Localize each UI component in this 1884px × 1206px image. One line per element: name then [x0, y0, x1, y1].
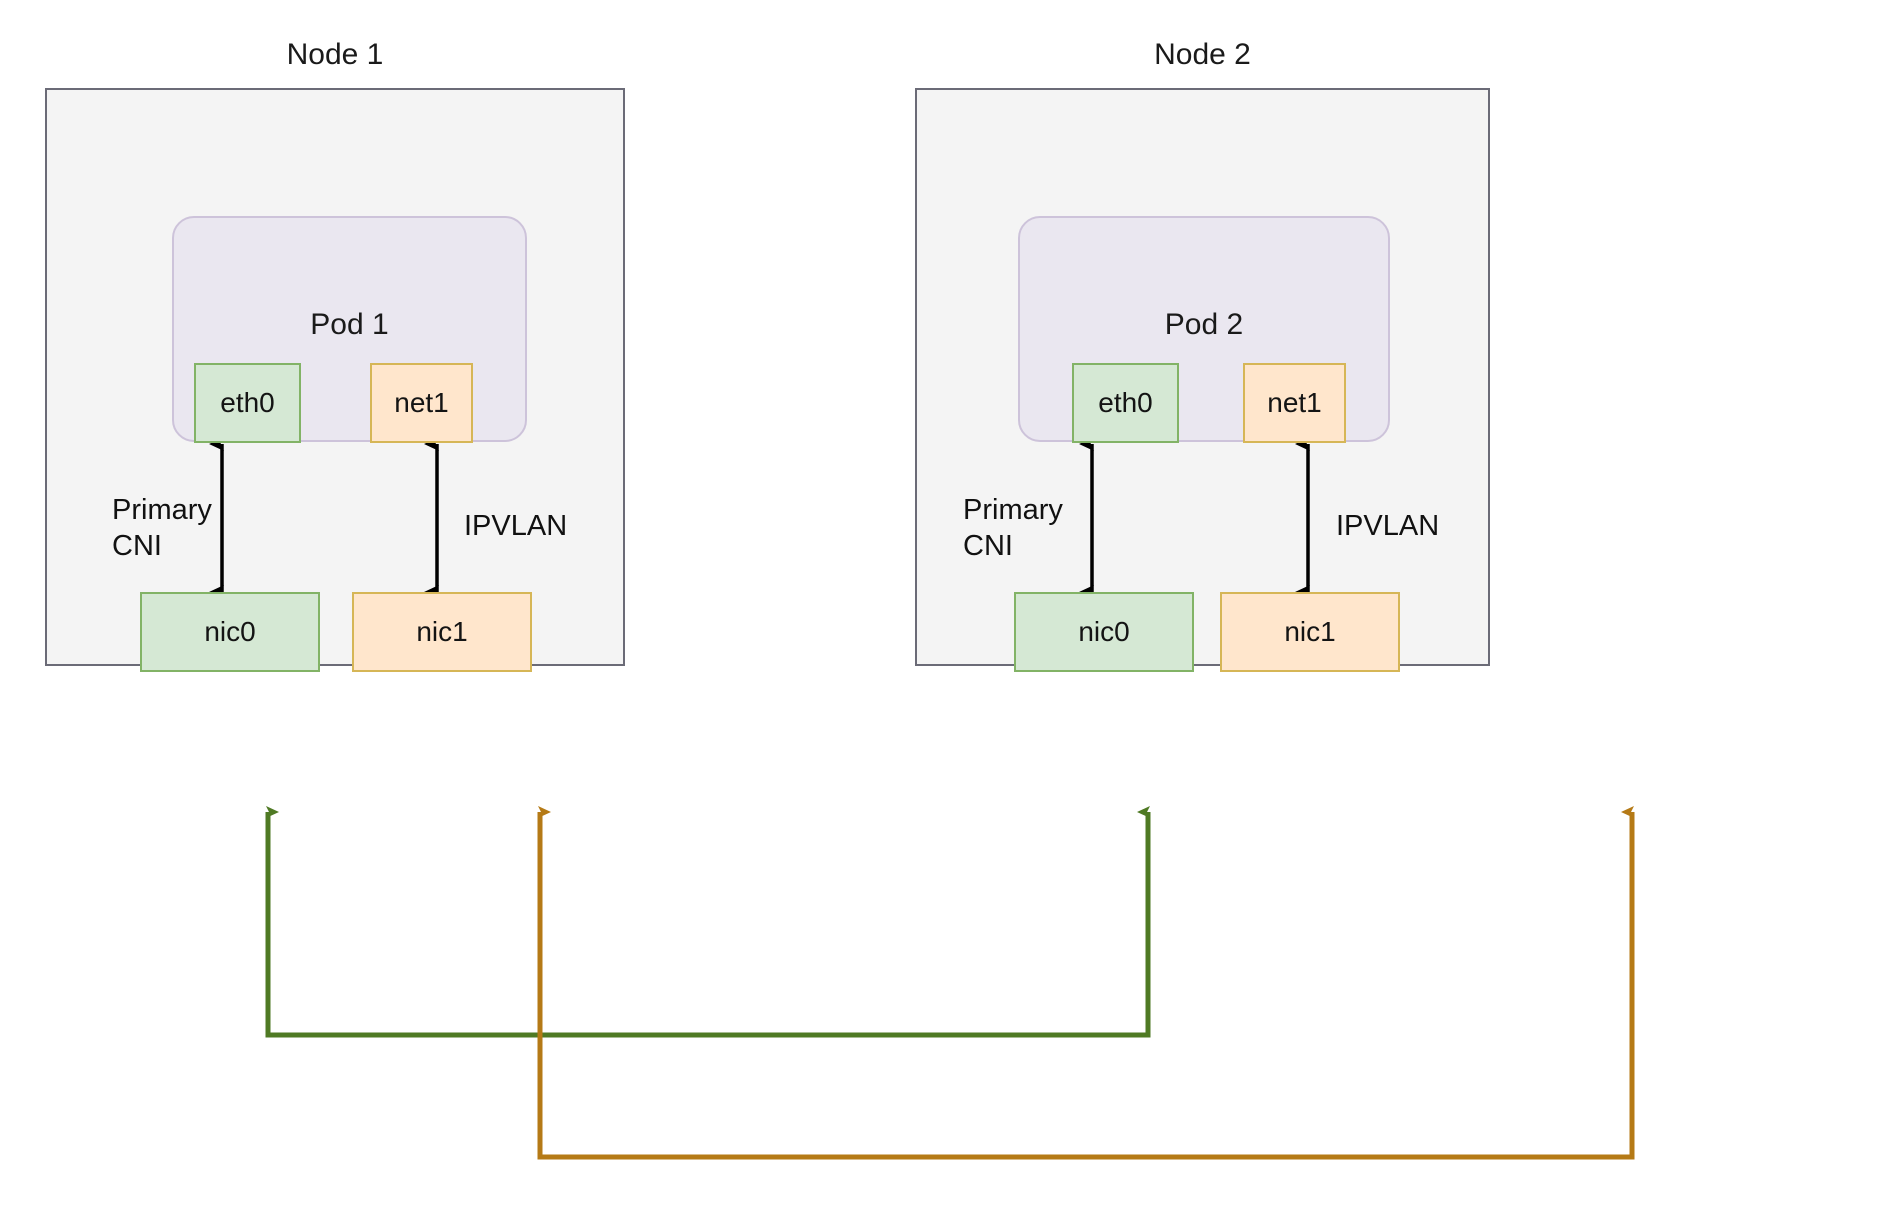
node2-edge-label-primary-cni: Primary CNI — [963, 494, 1063, 562]
node1-host-interface-nic0[interactable]: nic0 — [140, 592, 320, 672]
node1-title: Node 1 — [286, 38, 384, 71]
node1-host-interface-nic1[interactable]: nic1 — [352, 592, 532, 672]
pod1-interface-net1[interactable]: net1 — [370, 363, 473, 443]
pod2-interface-eth0[interactable]: eth0 — [1072, 363, 1179, 443]
node1-edge-label-ipvlan: IPVLAN — [464, 510, 568, 542]
pod2-title: Pod 2 — [1164, 308, 1244, 341]
link-nic0-path — [265, 806, 1151, 1038]
node2-host-interface-nic0[interactable]: nic0 — [1014, 592, 1194, 672]
pod2-interface-net1[interactable]: net1 — [1243, 363, 1346, 443]
node1-edge-label-primary-cni: Primary CNI — [112, 494, 212, 562]
pod1-title: Pod 1 — [310, 308, 389, 341]
link-nic1-path — [537, 806, 1635, 1160]
node2-edge-label-ipvlan: IPVLAN — [1336, 510, 1440, 542]
pod1-interface-eth0[interactable]: eth0 — [194, 363, 301, 443]
node2-title: Node 2 — [1154, 38, 1251, 71]
node2-host-interface-nic1[interactable]: nic1 — [1220, 592, 1400, 672]
